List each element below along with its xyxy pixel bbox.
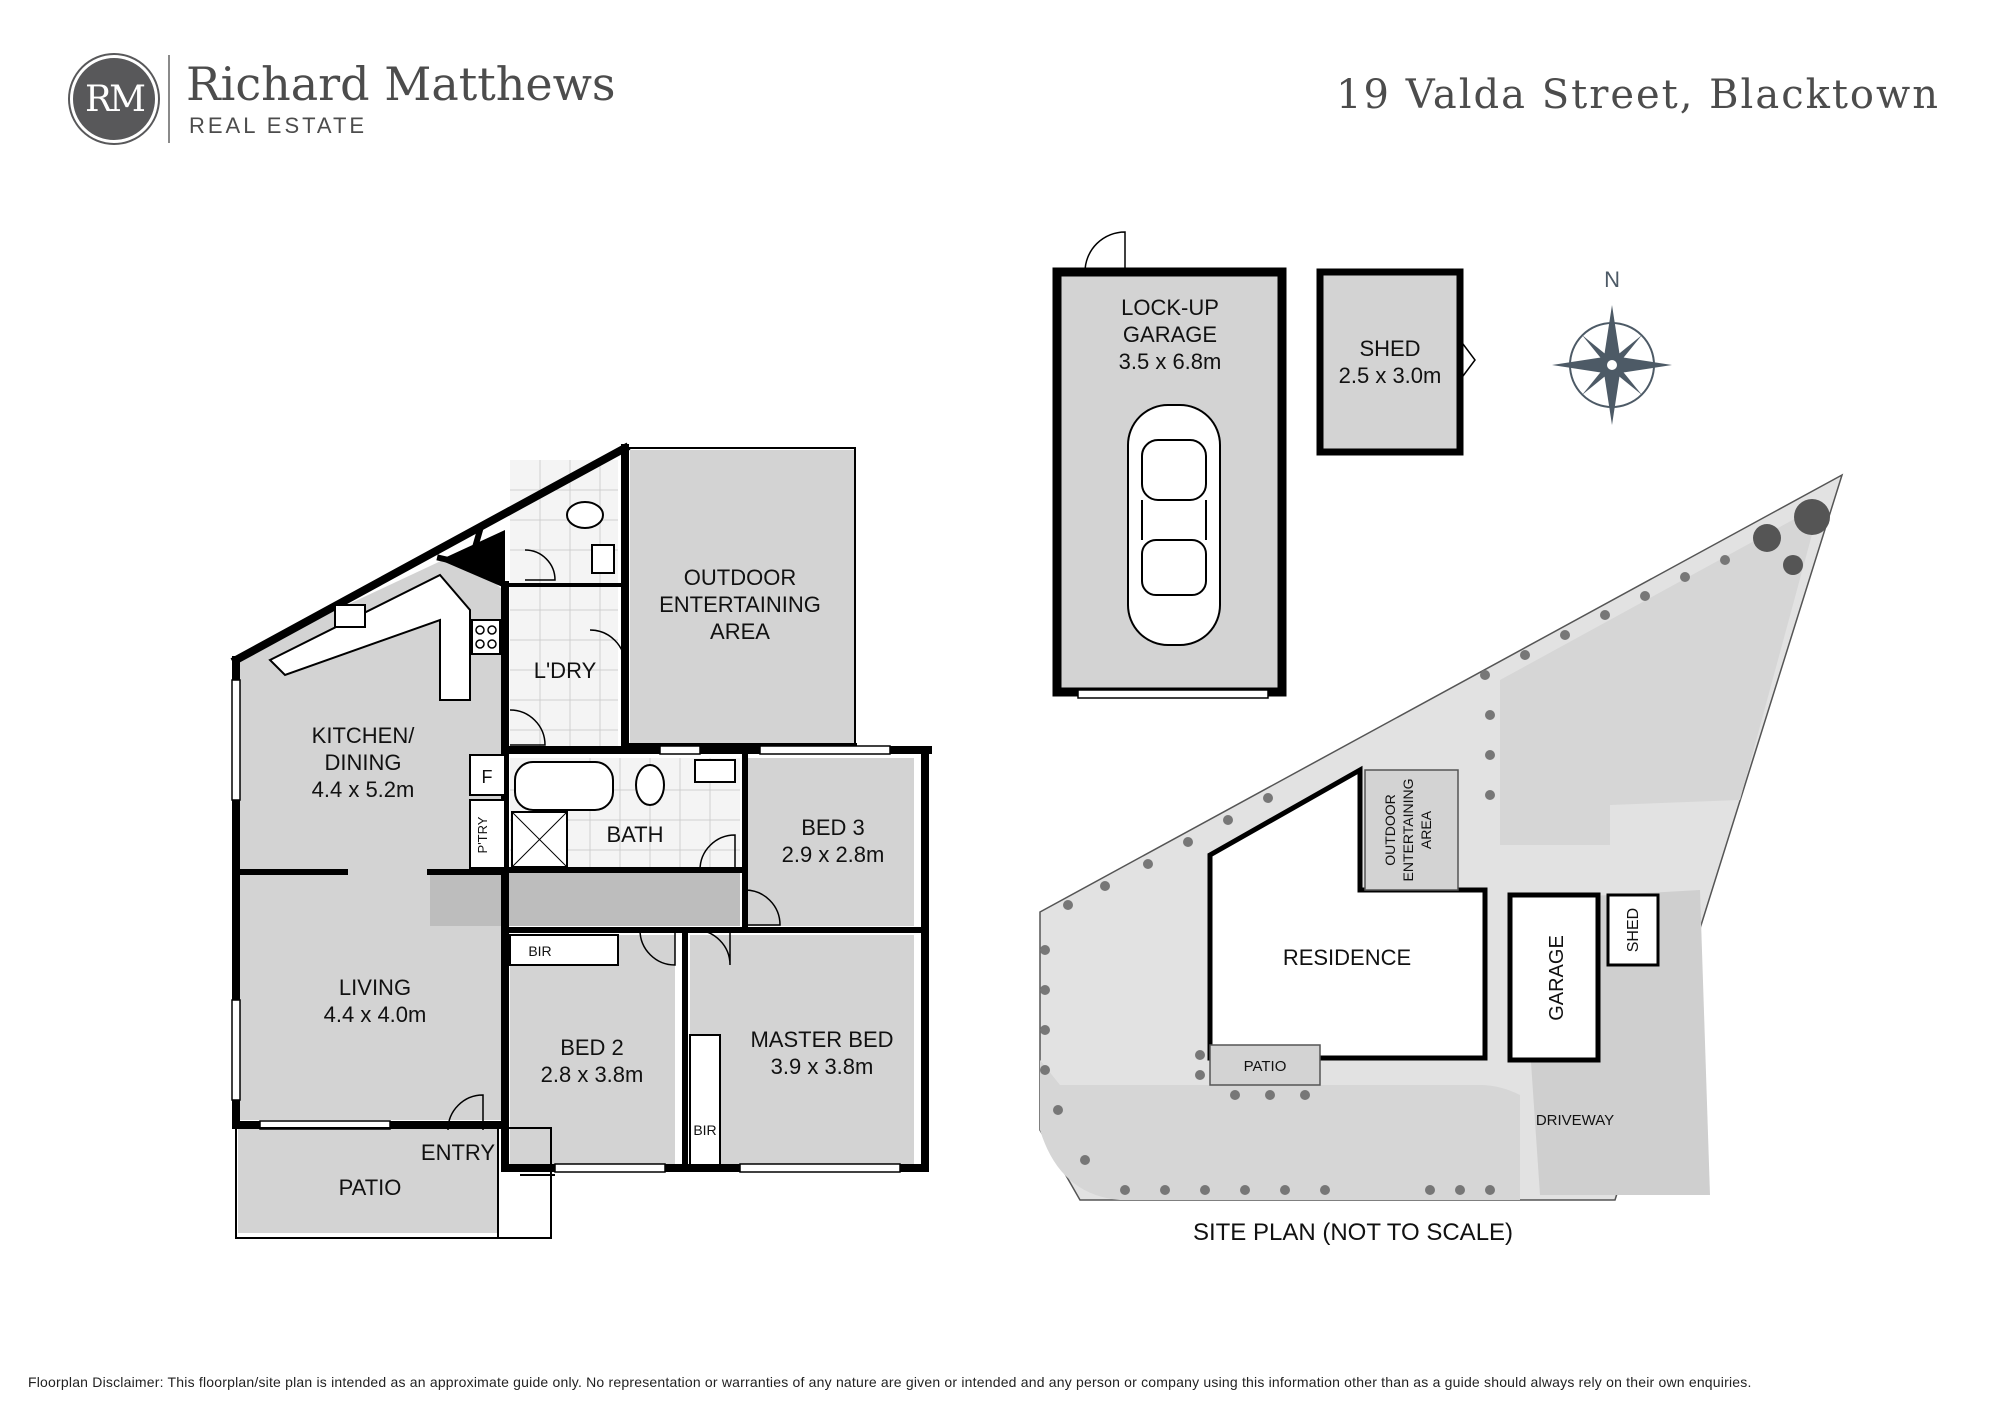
- kitchen-size: 4.4 x 5.2m: [312, 777, 415, 802]
- outdoor-label-1: OUTDOOR: [684, 565, 796, 590]
- bed2-wardrobe: [509, 934, 619, 966]
- hall-floor: [430, 870, 740, 926]
- shed-size: 2.5 x 3.0m: [1339, 363, 1442, 388]
- fridge-box: [469, 754, 506, 796]
- master-bir-label: BIR: [693, 1122, 716, 1138]
- agency-subtitle: REAL ESTATE: [189, 113, 368, 138]
- site-shed: [1606, 893, 1660, 967]
- bath-label: BATH: [606, 822, 663, 847]
- door-swings: [447, 549, 781, 1131]
- property-address: 19 Valda Street, Blacktown: [1336, 72, 1940, 118]
- basin-icon: [694, 759, 736, 783]
- site-patio-label: PATIO: [1244, 1058, 1287, 1075]
- outdoor-entertaining-floor: [630, 450, 855, 745]
- house-floorplan: KITCHEN/ DINING 4.4 x 5.2m LIVING 4.4 x …: [230, 442, 932, 1239]
- bed2-size: 2.8 x 3.8m: [541, 1062, 644, 1087]
- patio-floor: [238, 1128, 498, 1233]
- bed3-floor: [748, 758, 914, 926]
- front-lawn: [1040, 1060, 1520, 1200]
- windows: [231, 679, 901, 1173]
- kitchen-label-2: DINING: [325, 750, 402, 775]
- pantry-label: P'TRY: [475, 816, 490, 853]
- master-wardrobe: [689, 1034, 721, 1166]
- burner-icon: [487, 639, 497, 649]
- site-outdoor-label-3: AREA: [1418, 810, 1434, 849]
- laundry-label: L'DRY: [534, 658, 597, 683]
- patio-outline: [235, 1127, 552, 1239]
- outdoor-label-3: AREA: [710, 619, 770, 644]
- master-floor: [690, 935, 914, 1165]
- site-outdoor-area: [1364, 769, 1459, 891]
- site-garage-label: GARAGE: [1546, 935, 1568, 1021]
- kitchen-label: KITCHEN/: [312, 723, 416, 748]
- floorplan-disclaimer: Floorplan Disclaimer: This floorplan/sit…: [28, 1374, 1752, 1390]
- bed2-label: BED 2: [560, 1035, 624, 1060]
- cooktop-icon: [471, 619, 501, 655]
- north-label: N: [1604, 267, 1620, 292]
- site-patio: [1209, 1044, 1321, 1086]
- patio-label: PATIO: [339, 1175, 402, 1200]
- laundry-tub-icon: [591, 544, 615, 574]
- site-outdoor-label-2: ENTERTAINING: [1400, 779, 1416, 882]
- outbuildings: LOCK-UP GARAGE 3.5 x 6.8m SHED 2.5 x 3.0…: [1052, 231, 1476, 699]
- agency-logo: RM Richard Matthews REAL ESTATE: [70, 55, 630, 145]
- burner-icon: [487, 625, 497, 635]
- living-upper-floor: [238, 750, 505, 872]
- agency-name: Richard Matthews: [186, 57, 616, 111]
- car-icon: [1127, 404, 1221, 646]
- bathtub-icon: [514, 761, 614, 811]
- shed-building: [1316, 268, 1464, 456]
- living-label: LIVING: [339, 975, 411, 1000]
- entry-label: ENTRY: [421, 1140, 495, 1165]
- site-plan: RESIDENCE OUTDOOR ENTERTAINING AREA GARA…: [1039, 473, 1844, 1246]
- bed3-label: BED 3: [801, 815, 865, 840]
- burner-icon: [475, 625, 485, 635]
- fridge-label: F: [482, 767, 493, 787]
- tree-icon: [1753, 499, 1830, 575]
- outdoor-label-2: ENTERTAINING: [659, 592, 821, 617]
- site-garage: [1507, 892, 1601, 1063]
- logo-monogram: RM: [70, 55, 158, 143]
- bed2-bir-label: BIR: [528, 943, 551, 959]
- garage-label-2: GARAGE: [1123, 322, 1217, 347]
- hedge-plants: [1040, 540, 1770, 1195]
- shed-label: SHED: [1359, 336, 1420, 361]
- pantry-box: [469, 799, 506, 869]
- master-label: MASTER BED: [750, 1027, 893, 1052]
- sink-icon: [334, 604, 366, 628]
- toilet-icon: [635, 764, 665, 806]
- backyard-lawn: [1500, 505, 1820, 845]
- kitchen-bench: [268, 573, 471, 701]
- site-shed-label: SHED: [1625, 908, 1642, 952]
- garage-side-door: [1084, 231, 1126, 273]
- compass-rose-icon: N: [1552, 267, 1672, 425]
- burner-icon: [475, 639, 485, 649]
- bed2-floor: [510, 935, 675, 1165]
- garage-label-1: LOCK-UP: [1121, 295, 1219, 320]
- bed3-size: 2.9 x 2.8m: [782, 842, 885, 867]
- site-outdoor-label-1: OUTDOOR: [1382, 794, 1398, 866]
- garage-door: [1077, 689, 1269, 699]
- shed-door: [1459, 339, 1476, 381]
- site-plan-title: SITE PLAN (NOT TO SCALE): [1193, 1219, 1513, 1246]
- living-size: 4.4 x 4.0m: [324, 1002, 427, 1027]
- logo-divider: [168, 55, 170, 143]
- site-residence-label: RESIDENCE: [1283, 945, 1411, 970]
- wc-toilet-icon: [566, 501, 604, 529]
- walls: [230, 442, 932, 1172]
- site-driveway-label: DRIVEWAY: [1536, 1112, 1614, 1129]
- garage-size: 3.5 x 6.8m: [1119, 349, 1222, 374]
- master-size: 3.9 x 3.8m: [771, 1054, 874, 1079]
- wall-corner-fill: [440, 530, 505, 588]
